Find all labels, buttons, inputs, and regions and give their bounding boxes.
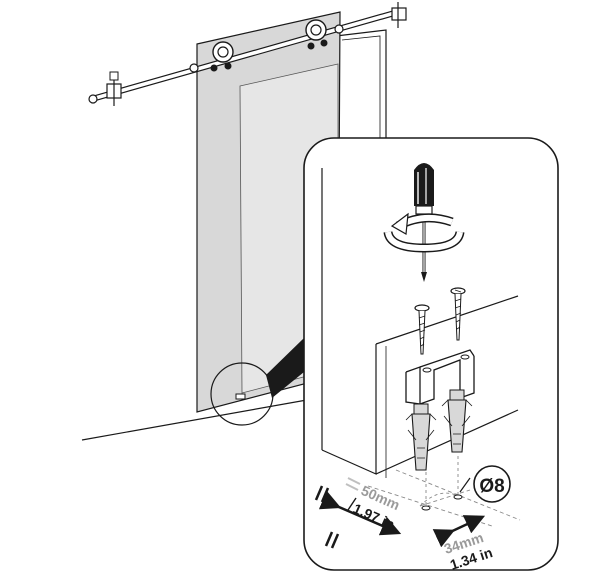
rail-bracket-left (106, 71, 122, 106)
floor-line (81, 397, 319, 441)
screw-right (450, 287, 466, 341)
parallel-marks (314, 485, 340, 549)
floor-guide (405, 349, 475, 405)
anchor-left (405, 403, 437, 471)
door-frame (335, 29, 387, 152)
distance-arrow (318, 490, 402, 536)
screw-left (414, 304, 430, 355)
rail-stop-right (334, 24, 344, 34)
hole-diameter-callout: Ø8 (459, 465, 511, 503)
roller-right (305, 19, 328, 50)
screwdriver (414, 163, 434, 282)
door-bottom-edge (321, 295, 519, 478)
floor-guide-mark (235, 393, 246, 400)
rotation-arrow-icon (383, 212, 465, 253)
hole-diameter-label: Ø8 (479, 476, 504, 497)
sliding-rail (89, 9, 401, 102)
rail-end-cap (88, 94, 98, 104)
detail-zoom-panel: Ø8 50mm 1.97 in 34mm 1.34 in (303, 137, 559, 573)
rail-bracket-right (391, 2, 407, 28)
detail-leader (266, 338, 304, 398)
zoom-panel-border (303, 137, 559, 571)
roller-left (210, 41, 234, 72)
rail-stop-left (189, 63, 199, 73)
width-arrow (432, 515, 486, 548)
anchor-right (441, 389, 473, 453)
